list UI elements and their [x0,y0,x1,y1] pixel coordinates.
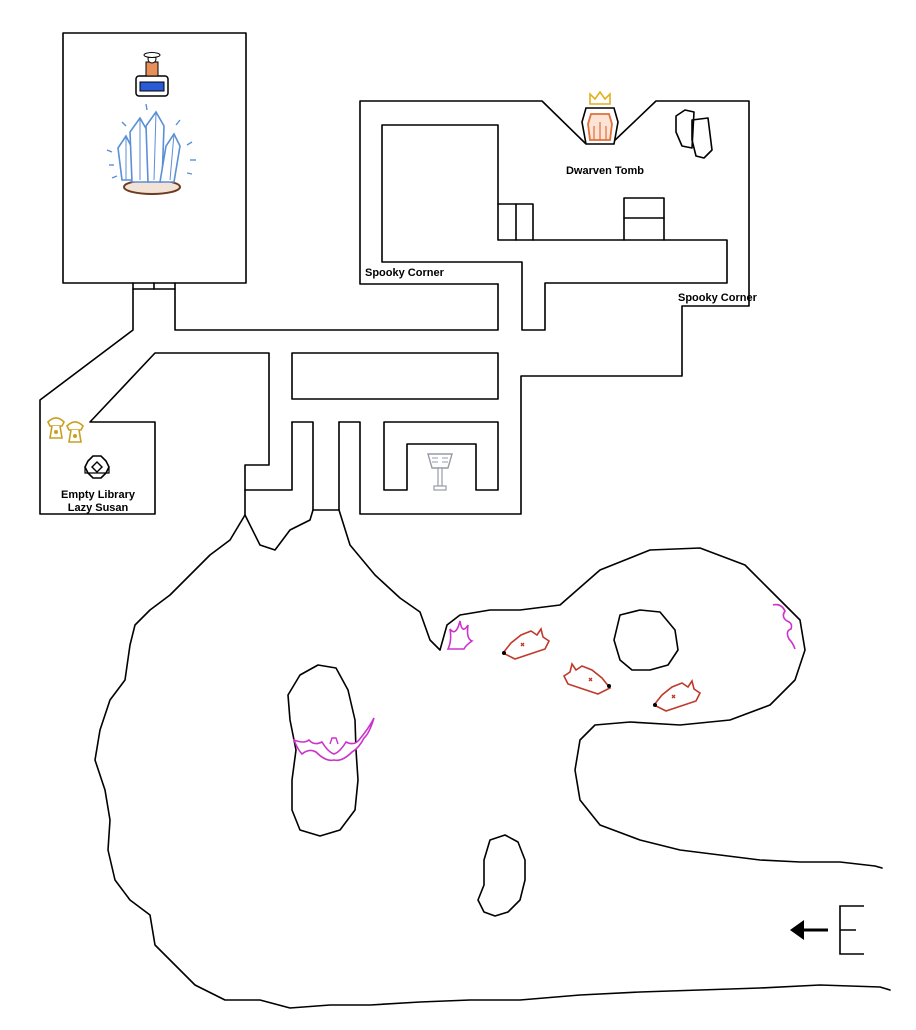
wolf-head-icon [501,627,551,660]
wolf-head-icon [562,662,612,695]
crystal-cluster-icon [106,103,196,195]
purple-fungus-icon [446,620,474,650]
label-lazy-susan: Lazy Susan [68,502,129,514]
cave-walls [94,489,891,1009]
lectern-icon [427,453,453,491]
corridor-walls [39,100,750,515]
arrow-left-icon [790,920,828,940]
label-spooky-corner-right: Spooky Corner [678,292,758,304]
purple-fungus-icon [772,603,796,650]
label-spooky-corner-left: Spooky Corner [365,267,445,279]
entrance-marker [839,905,864,955]
merchant-at-counter-icon [135,52,169,97]
label-empty-library: Empty Library [61,489,136,501]
bat-icon [292,717,375,762]
crowned-sarcophagus-icon [581,90,619,145]
wolf-head-icon [652,679,702,712]
crystal-room [62,32,247,290]
yellow-creature-icon [47,417,65,439]
gear-icon [84,455,110,479]
label-dwarven-tomb: Dwarven Tomb [566,165,644,177]
yellow-creature-icon [66,421,84,443]
